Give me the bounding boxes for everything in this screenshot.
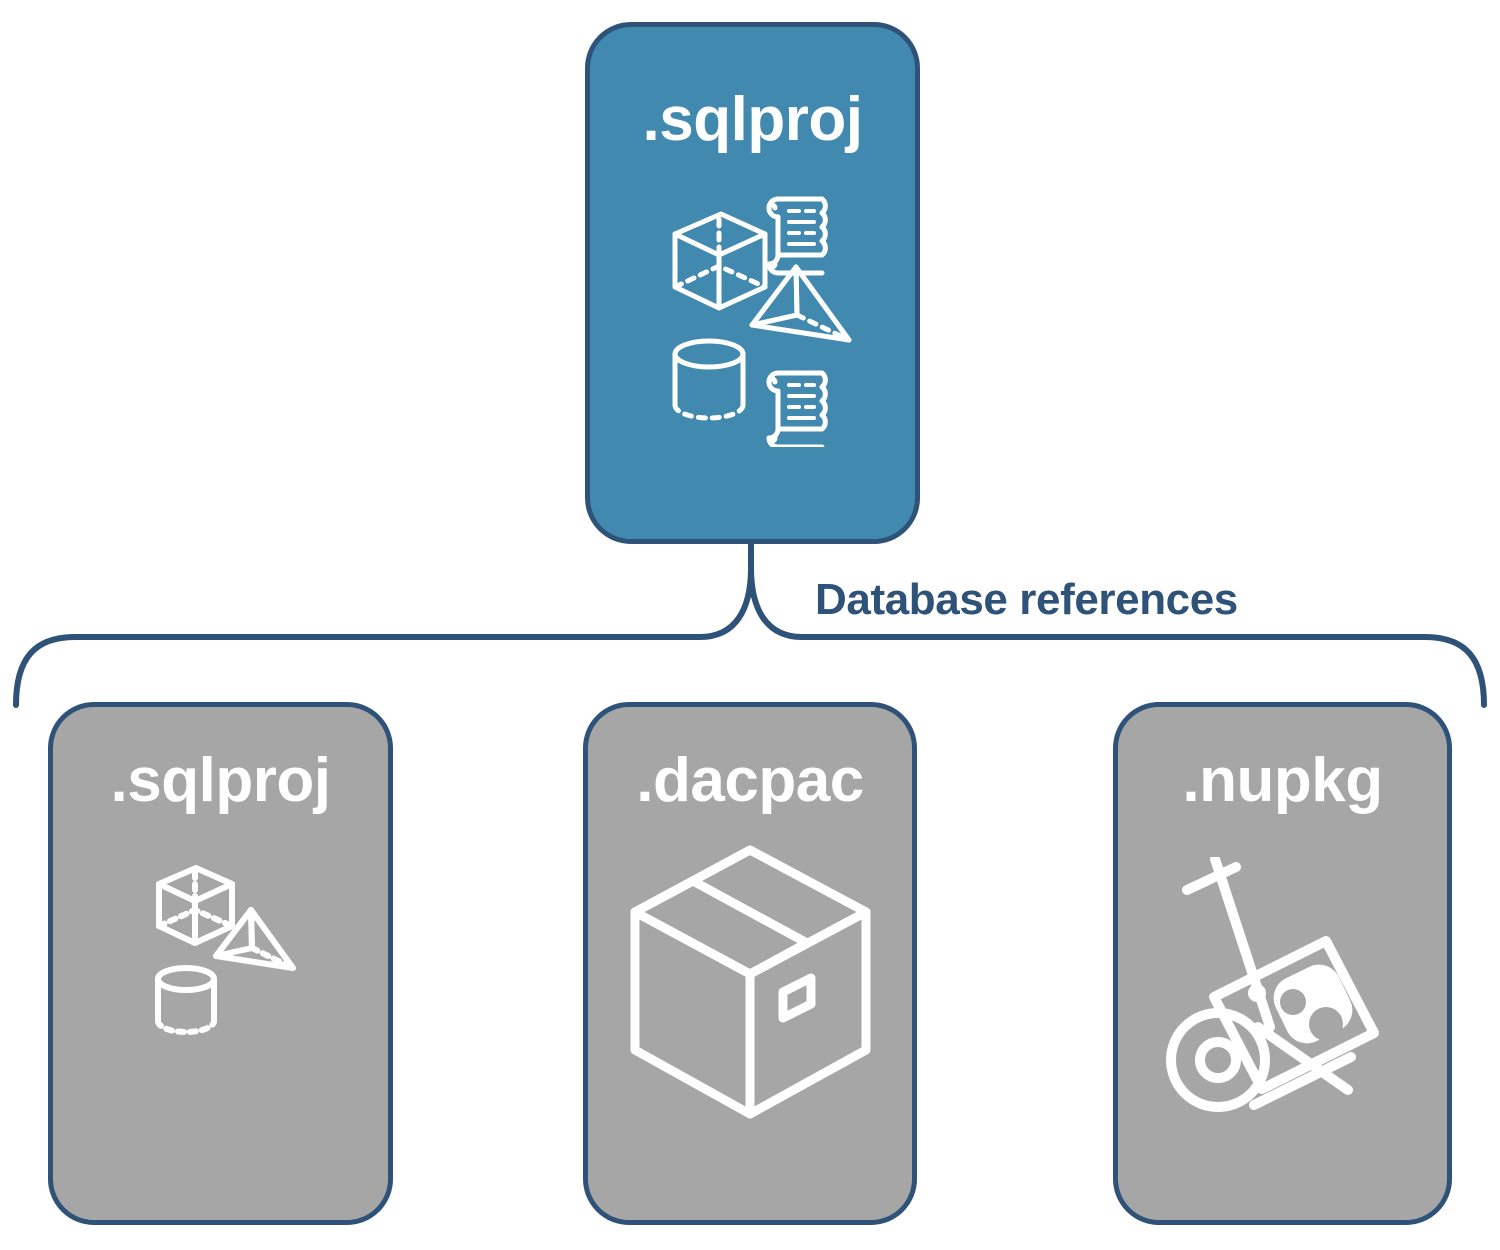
icon-group-child-sqlproj (53, 862, 388, 1082)
icon-group-child-dacpac (588, 842, 912, 1122)
hand-truck-icon (1165, 857, 1379, 1112)
brace-right-shoulder (748, 565, 805, 640)
bracket-left-drop (13, 634, 78, 708)
card-title-child-dacpac: .dacpac (636, 746, 864, 815)
pyramid-icon (212, 907, 296, 971)
pyramid-icon (749, 264, 851, 343)
node-card-child-dacpac[interactable]: .dacpac (583, 702, 917, 1225)
node-card-child-sqlproj[interactable]: .sqlproj (48, 702, 393, 1225)
bracket-connector (13, 542, 1487, 708)
cube-icon (155, 865, 235, 946)
root-icon-cluster (672, 196, 851, 447)
cylinder-icon (154, 965, 217, 1035)
bracket-right-drop (1422, 634, 1487, 708)
icon-group-root (590, 177, 915, 447)
brace-left-shoulder (697, 565, 754, 640)
scroll-icon (766, 196, 828, 276)
icon-group-child-nupkg (1118, 857, 1447, 1137)
package-box-icon-wrap (630, 845, 871, 1119)
card-title-root: .sqlproj (642, 85, 863, 154)
cube-icon (672, 211, 767, 311)
node-card-root-sqlproj[interactable]: .sqlproj (585, 22, 920, 544)
package-box-icon (630, 845, 871, 1119)
crate-cutouts (1279, 989, 1343, 1041)
card-title-child-nupkg: .nupkg (1182, 746, 1383, 815)
hand-truck-icon-wrap (1165, 857, 1379, 1112)
card-title-child-sqlproj: .sqlproj (110, 746, 331, 815)
scroll-icon (766, 370, 828, 447)
child-sqlproj-icon-cluster (154, 865, 296, 1035)
node-card-child-nupkg[interactable]: .nupkg (1113, 702, 1452, 1225)
bracket-label: Database references (815, 575, 1238, 624)
cylinder-icon (672, 338, 745, 421)
